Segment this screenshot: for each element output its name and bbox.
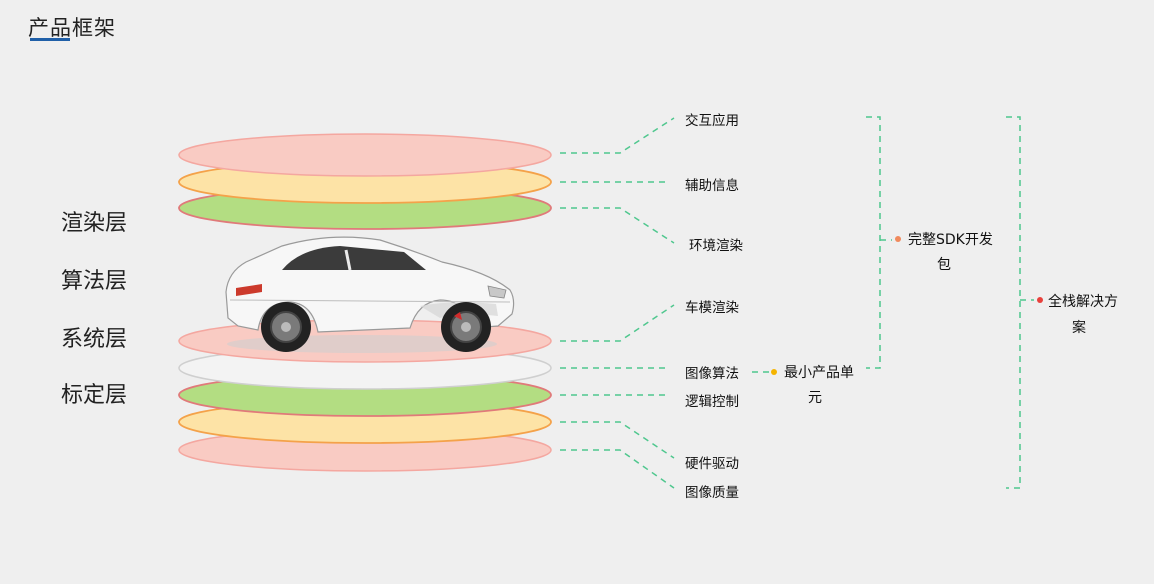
group-label-line2: 案 [1072,319,1086,336]
bullet-dot [895,236,901,242]
title-underline [30,38,70,41]
feature-label: 硬件驱动 [685,456,739,472]
layer-label-system: 系统层 [61,327,128,352]
feature-label: 车模渲染 [685,299,739,316]
group-label-line2: 元 [808,390,822,406]
feature-label: 图像质量 [685,485,739,501]
layer-label-render: 渲染层 [61,211,128,236]
bullet-dot [1037,297,1043,303]
feature-label: 辅助信息 [685,177,739,194]
feature-label: 逻辑控制 [685,394,739,410]
car-image [225,236,515,353]
group-label-line2: 包 [937,257,951,273]
layer-label-calibration: 标定层 [61,383,128,408]
group-label-line1: 全栈解决方 [1048,293,1118,310]
disc-interaction [178,133,552,177]
group-full-stack: 全栈解决方 案 [1037,293,1118,336]
feature-labels: 交互应用 辅助信息 环境渲染 车模渲染 图像算法 逻辑控制 硬件驱动 图像质量 [685,112,743,501]
layer-label-algorithm: 算法层 [61,269,128,294]
connectors [560,116,1034,489]
feature-label: 交互应用 [685,112,739,129]
group-min-unit: 最小产品单 元 [771,365,854,406]
bullet-dot [771,369,777,375]
group-label-line1: 最小产品单 [784,365,854,381]
feature-label: 环境渲染 [689,238,743,254]
page-title: 产品框架 [28,16,116,40]
group-sdk: 完整SDK开发 包 [895,232,993,273]
group-label-line1: 完整SDK开发 [908,232,993,248]
feature-label: 图像算法 [685,366,739,382]
